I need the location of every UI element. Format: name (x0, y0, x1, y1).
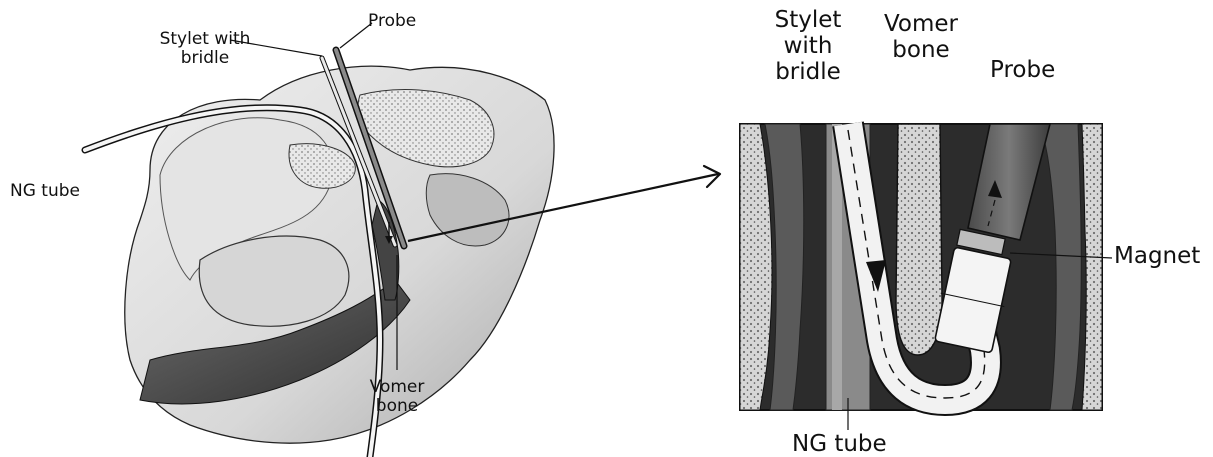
label-stylet-right-line3: bridle (758, 60, 858, 86)
label-vomer-bone-left: Vomer bone (352, 378, 442, 416)
vomer-bone-right (896, 124, 942, 355)
label-vomer-line1: Vomer (352, 378, 442, 397)
label-ng-tube-left: NG tube (10, 182, 80, 201)
label-stylet-right-line1: Stylet (758, 8, 858, 34)
label-stylet-line2: bridle (146, 49, 264, 68)
label-probe-right: Probe (990, 58, 1055, 84)
label-stylet-right-line2: with (758, 34, 858, 60)
label-magnet: Magnet (1114, 244, 1200, 270)
label-vomer-right-line2: bone (866, 38, 976, 64)
label-stylet-with-bridle-right: Stylet with bridle (758, 8, 858, 85)
label-vomer-bone-right: Vomer bone (866, 12, 976, 64)
label-vomer-line2: bone (352, 397, 442, 416)
label-vomer-right-line1: Vomer (866, 12, 976, 38)
label-stylet-line1: Stylet with (146, 30, 264, 49)
label-stylet-with-bridle-left: Stylet with bridle (146, 30, 264, 68)
label-ng-tube-right: NG tube (792, 432, 887, 457)
label-probe-left: Probe (368, 12, 416, 31)
